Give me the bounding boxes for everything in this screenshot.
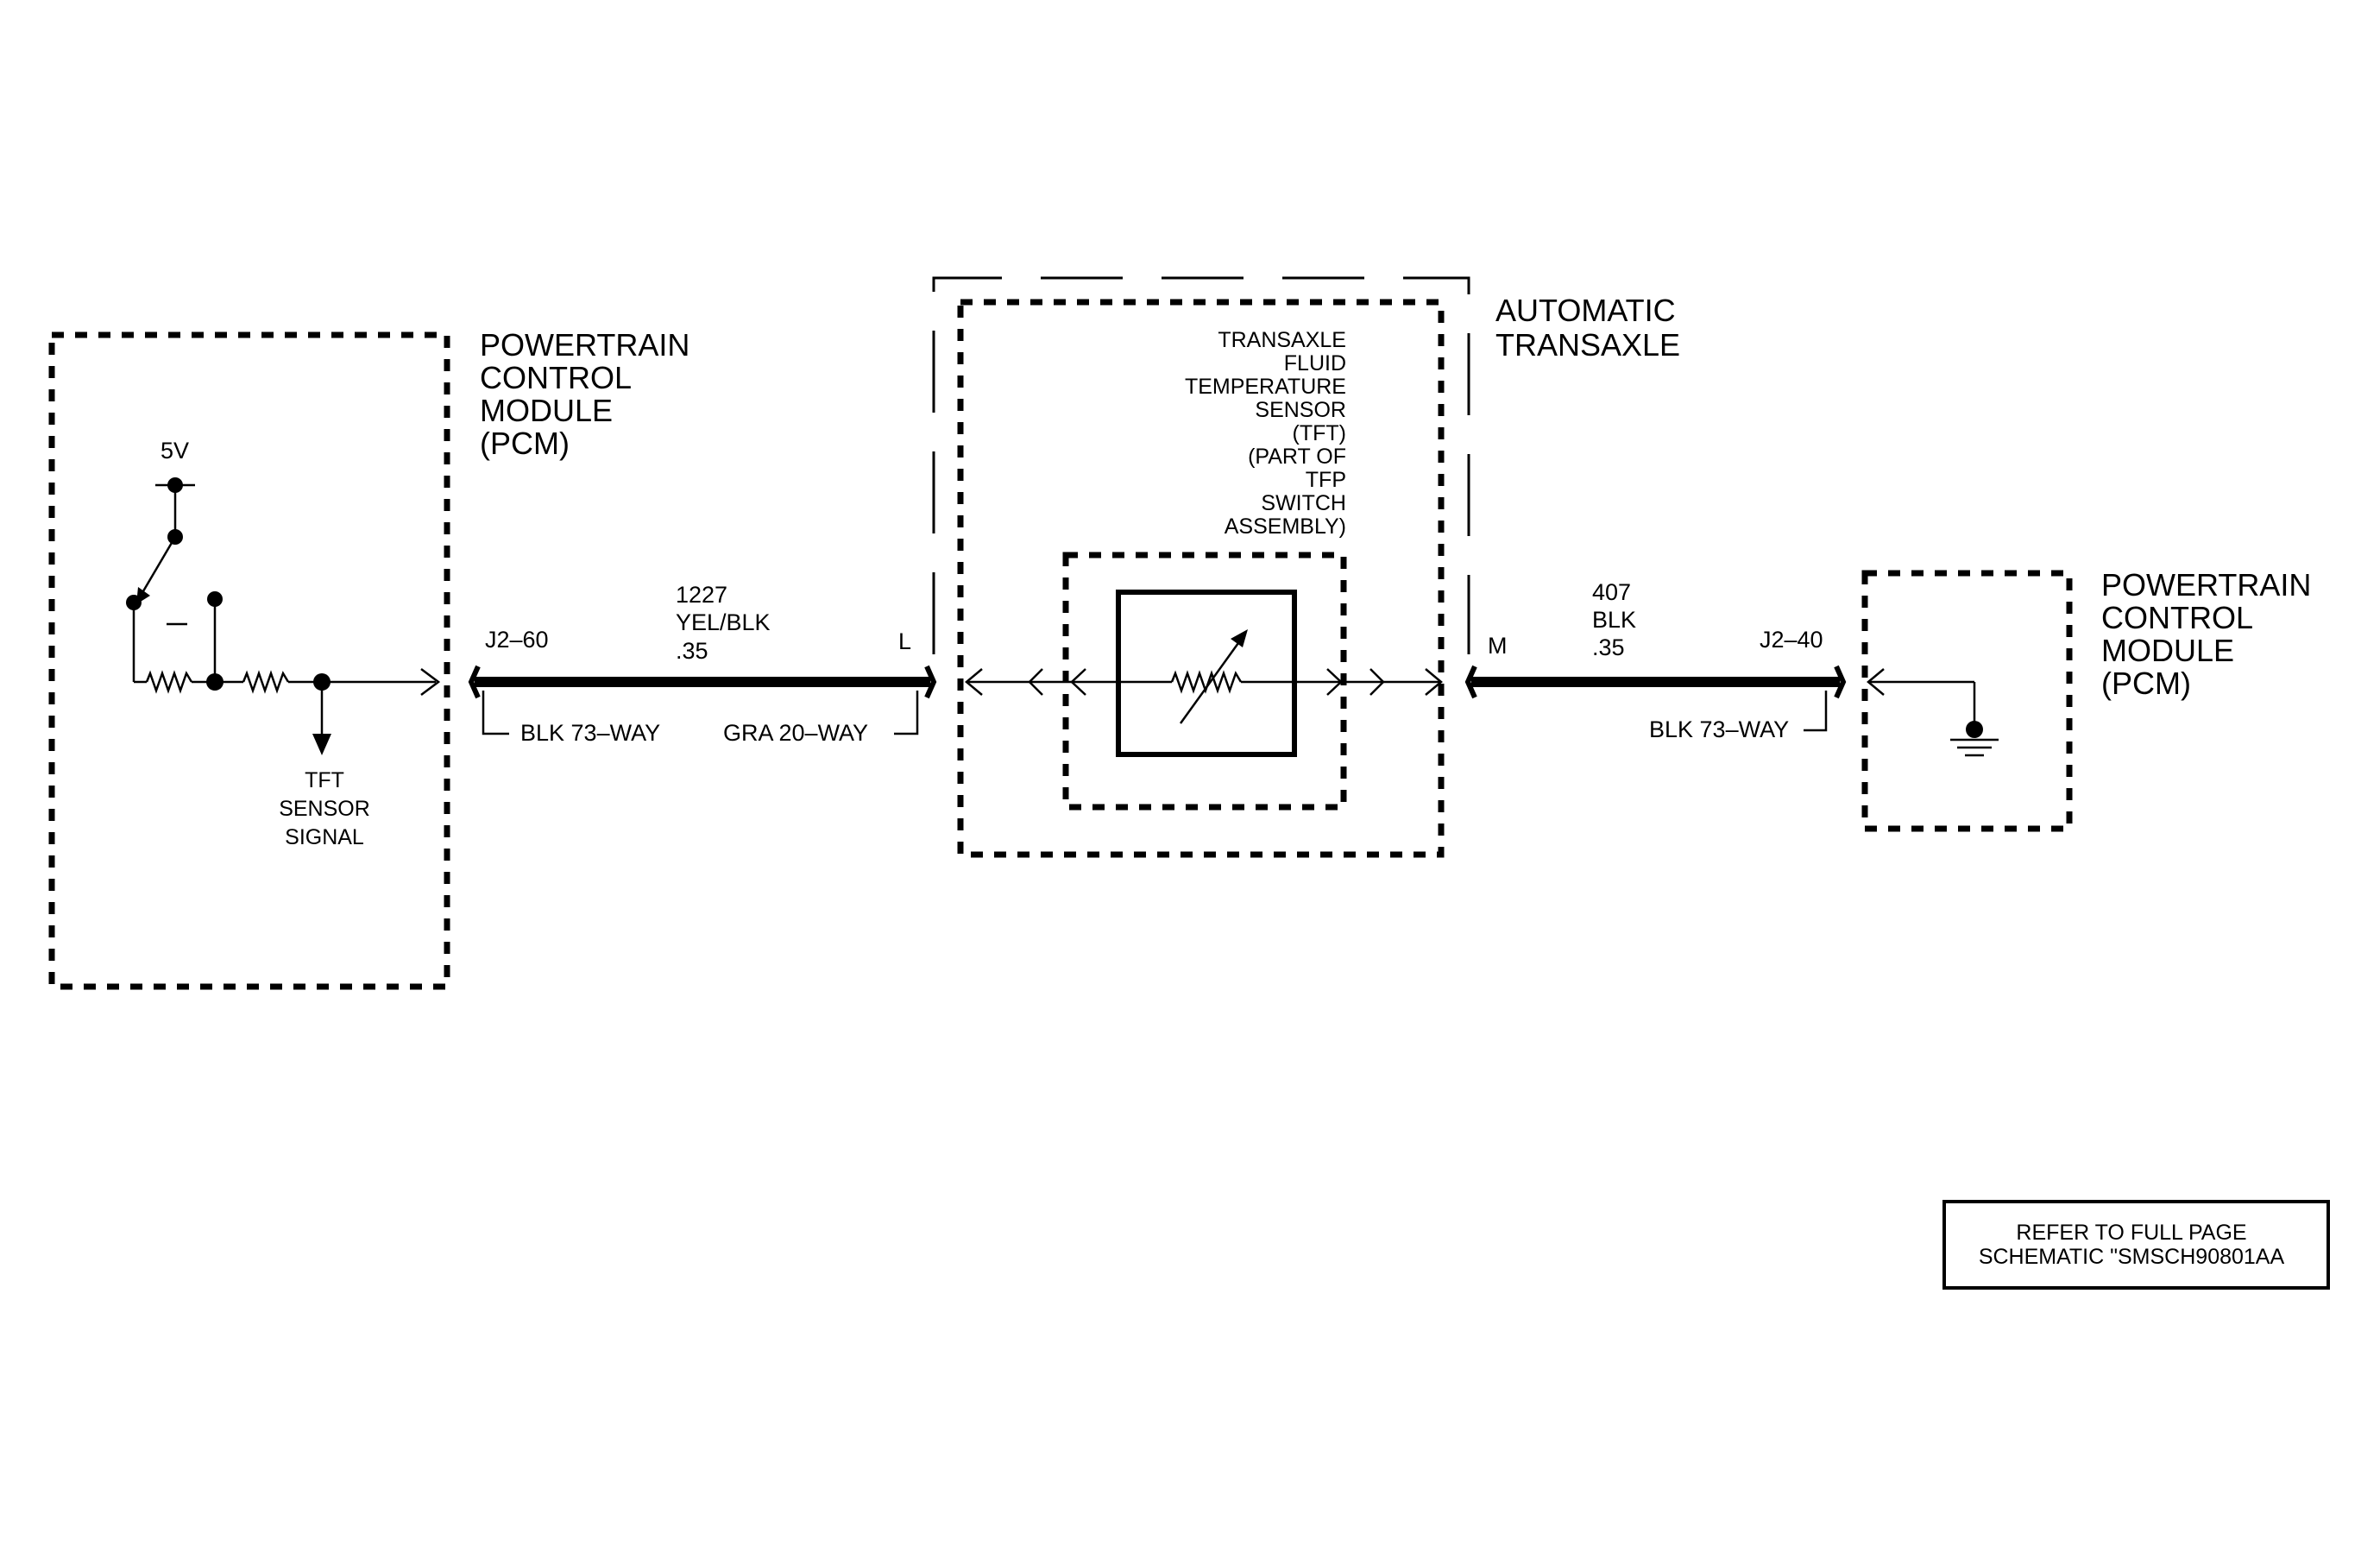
pcm-right-connector-desc: BLK 73–WAY: [1649, 716, 1789, 742]
pcm-left-title-line-2: CONTROL: [480, 360, 632, 395]
thermistor-box: [1116, 590, 1297, 757]
connector-right-end-mark: [924, 665, 937, 699]
pcm-right-module: POWERTRAIN CONTROL MODULE (PCM): [1861, 567, 2311, 832]
wire-left-color: YEL/BLK: [676, 609, 771, 635]
thermistor-arrow-head-icon: [1231, 629, 1248, 647]
pcm-right-connector-bracket: [1804, 691, 1828, 732]
pcm-right-title-line-4: (PCM): [2101, 666, 2191, 701]
signal-down-arrow-icon: [312, 734, 331, 755]
tft-label-line-5: (TFT): [1293, 421, 1346, 445]
pcm-right-title-line-1: POWERTRAIN: [2101, 567, 2311, 603]
pcm-left-connector-desc: BLK 73–WAY: [520, 720, 660, 746]
pcm-left-title-line-1: POWERTRAIN: [480, 327, 689, 363]
ground-node: [1966, 721, 1983, 738]
pcm-left-boundary: [48, 331, 450, 990]
transaxle-pin-right: M: [1488, 633, 1508, 659]
reference-note: REFER TO FULL PAGE SCHEMATIC "SMSCH90801…: [1942, 1200, 2330, 1290]
transaxle-outer-boundary: [932, 276, 1470, 654]
tft-arrow-left-inner-icon: [1070, 668, 1086, 696]
tft-label-line-1: TRANSAXLE: [1218, 328, 1346, 352]
connector-j2-40-end-mark: [1834, 665, 1847, 699]
transaxle-connector-bracket: [894, 691, 919, 735]
wire-right-circuit: 407: [1592, 579, 1631, 605]
connector-m-end-mark: [1464, 665, 1477, 699]
harness-right: M 407 BLK .35 J2–40 BLK 73–WAY: [1464, 579, 1847, 742]
tft-label-line-7: TFP: [1306, 468, 1346, 492]
switch-blade: [139, 536, 177, 596]
pcm-left-module: POWERTRAIN CONTROL MODULE (PCM) 5V TFT: [48, 327, 689, 990]
pcm-right-title-line-3: MODULE: [2101, 633, 2234, 668]
transaxle-connector-desc: GRA 20–WAY: [723, 720, 868, 746]
tft-label-line-8: SWITCH: [1261, 491, 1346, 515]
tft-sensor-boundary: [957, 299, 1445, 858]
transaxle-pin-left: L: [898, 628, 911, 654]
reference-note-box: [1942, 1200, 2330, 1290]
pcm-right-connector-pin: J2–40: [1760, 627, 1823, 653]
transaxle-assembly: AUTOMATIC TRANSAXLE TRANSAXLE FLUID TEMP…: [932, 276, 1680, 858]
wire-left-gauge: .35: [676, 638, 708, 664]
pcm-left-connector-bracket: [482, 691, 509, 735]
resistor-1-icon: [145, 670, 193, 694]
thermistor-icon: [1170, 670, 1243, 694]
pcm-left-connector-pin: J2–60: [485, 627, 549, 653]
wire-right-color: BLK: [1592, 607, 1636, 633]
harness-left: J2–60 1227 YEL/BLK .35 L BLK 73–WAY GRA …: [468, 582, 937, 746]
tft-arrow-right-inner-icon: [1326, 668, 1343, 696]
signal-label-line-1: TFT: [305, 768, 344, 792]
signal-label-line-3: SIGNAL: [285, 825, 364, 849]
transaxle-title-line-2: TRANSAXLE: [1495, 327, 1680, 363]
tft-arrow-left-icon: [1028, 668, 1043, 696]
tft-arrow-right-outer-icon: [1425, 668, 1443, 696]
reference-note-line-1: REFER TO FULL PAGE: [2016, 1221, 2246, 1245]
thermistor-variable-arrow: [1179, 636, 1244, 724]
tft-label-line-2: FLUID: [1284, 351, 1346, 375]
resistor-2-icon: [242, 670, 290, 694]
connector-left-end-mark: [468, 665, 481, 699]
tft-label-line-6: (PART OF: [1248, 445, 1346, 469]
wire-right-gauge: .35: [1592, 634, 1625, 660]
transaxle-title-line-1: AUTOMATIC: [1495, 293, 1676, 328]
tft-arrow-right-icon: [1369, 668, 1385, 696]
tft-label-line-3: TEMPERATURE: [1185, 375, 1346, 399]
tft-label-line-9: ASSEMBLY): [1225, 514, 1346, 539]
signal-label-line-2: SENSOR: [279, 797, 370, 821]
wire-left-circuit: 1227: [676, 582, 727, 608]
signal-arrow-icon: [420, 668, 441, 696]
pcm-right-boundary: [1861, 570, 2073, 832]
pcm-left-title-line-4: (PCM): [480, 426, 570, 461]
pcm-right-title-line-2: CONTROL: [2101, 600, 2253, 635]
tft-label-line-4: SENSOR: [1255, 398, 1346, 422]
reference-note-line-2: SCHEMATIC "SMSCH90801AA: [1979, 1245, 2285, 1269]
pcm-left-title-line-3: MODULE: [480, 393, 613, 428]
voltage-label: 5V: [161, 438, 189, 464]
tft-arrow-left-outer-icon: [965, 668, 983, 696]
ground-input-arrow-icon: [1867, 668, 1885, 696]
